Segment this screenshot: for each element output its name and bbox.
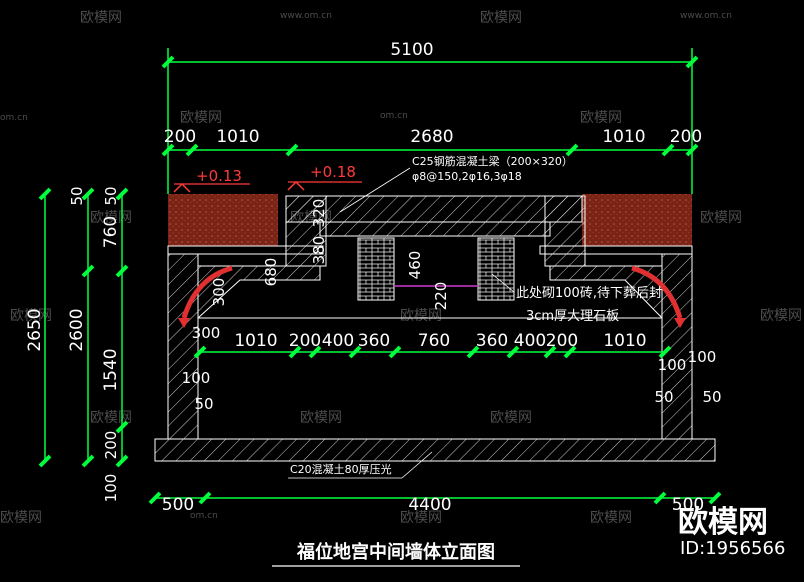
top-beam xyxy=(285,195,583,223)
watermark-text: 欧模网 xyxy=(760,308,802,324)
arrow-left-curve xyxy=(181,265,233,319)
soil-layer-left xyxy=(168,194,278,246)
outer-wall-left xyxy=(167,253,199,440)
watermark-url: om.cn xyxy=(190,511,218,521)
elevation-018: +0.18 xyxy=(310,163,356,181)
dim-inner-220: 220 xyxy=(432,282,450,311)
dim-bottom-width: 4400 xyxy=(408,495,451,515)
dim-inner-50-right: 50 xyxy=(654,388,673,406)
note-marble: 3cm厚大理石板 xyxy=(526,309,619,324)
arrow-right-head xyxy=(674,318,686,328)
watermark-url: www.om.cn xyxy=(280,11,332,21)
dimension-ticks xyxy=(38,55,722,505)
drawing-title: 福位地宫中间墙体立面图 xyxy=(296,541,495,563)
dim-overall-width: 5100 xyxy=(390,40,433,60)
watermark-text: 欧模网 xyxy=(490,410,532,426)
beam-lower xyxy=(319,221,551,237)
dim-left-760: 760 xyxy=(101,216,121,248)
dim-left-1540: 1540 xyxy=(101,348,121,391)
watermark-text: 欧模网 xyxy=(180,110,222,126)
dim-top-seg-4: 1010 xyxy=(602,127,645,147)
haunch-right xyxy=(549,265,663,320)
watermark-text: 欧模网 xyxy=(590,510,632,526)
brick-pier-right xyxy=(477,237,515,301)
watermark-text: 欧模网 xyxy=(10,308,52,324)
dim-top-seg-5: 200 xyxy=(670,127,702,147)
dim-left-total-inner: 2600 xyxy=(67,308,87,351)
dim-inner-300b: 300 xyxy=(192,324,221,342)
watermark-text: 欧模网 xyxy=(0,510,42,526)
dim-inner-460: 460 xyxy=(406,251,424,280)
dim-inner-380: 380 xyxy=(310,236,328,265)
arrow-right-curve xyxy=(631,265,683,319)
dim-top-seg-3: 2680 xyxy=(410,127,453,147)
watermark-url: om.cn xyxy=(380,111,408,121)
elevation-markers: +0.13 +0.18 xyxy=(173,163,362,193)
dim-mid-4: 360 xyxy=(358,331,390,351)
dim-mid-7: 400 xyxy=(514,331,546,351)
dim-mid-8: 200 xyxy=(546,331,578,351)
note-brick: 此处砌100砖,待下葬后封 xyxy=(516,286,662,301)
dim-top-seg-2: 1010 xyxy=(216,127,259,147)
dim-mid-6: 360 xyxy=(476,331,508,351)
dimension-lines xyxy=(44,48,715,499)
drawing-title-block: 福位地宫中间墙体立面图 xyxy=(272,541,520,567)
dim-inner-100-right: 100 xyxy=(658,356,687,374)
watermark-text: 欧模网 xyxy=(80,10,122,26)
watermark-url: www.om.cn xyxy=(680,11,732,21)
dim-top-seg-1: 200 xyxy=(164,127,196,147)
elevation-symbol-1 xyxy=(173,182,191,193)
ground-line-right xyxy=(539,245,693,255)
watermark-text: 欧模网 xyxy=(400,510,442,526)
dim-inner-300a: 300 xyxy=(210,278,228,307)
note-slab: C20混凝土80厚压光 xyxy=(290,462,392,476)
annotation-notes: C25钢筋混凝土梁（200×320） φ8@150,2φ16,3φ18 此处砌1… xyxy=(288,154,662,479)
note-rebar: φ8@150,2φ16,3φ18 xyxy=(412,170,522,183)
elevation-013: +0.13 xyxy=(196,167,242,185)
brick-pier-left xyxy=(357,237,395,301)
note-beam: C25钢筋混凝土梁（200×320） xyxy=(412,154,573,168)
dim-inner-50-right-outer: 50 xyxy=(702,388,721,406)
elevation-symbol-2 xyxy=(287,180,305,191)
watermark-text: 欧模网 xyxy=(700,210,742,226)
watermark-text: 欧模网 xyxy=(300,410,342,426)
dim-inner-50-left: 50 xyxy=(194,395,213,413)
dim-left-total-outer: 2650 xyxy=(25,308,45,351)
dim-inner-680: 680 xyxy=(262,258,280,287)
brand-id: ID:1956566 xyxy=(680,538,785,559)
brand-logo-text: 欧模网 xyxy=(678,505,768,540)
watermark-text: 欧模网 xyxy=(580,110,622,126)
dim-bottom-right: 500 xyxy=(672,495,704,515)
structure xyxy=(154,194,716,462)
dim-mid-5: 760 xyxy=(418,331,450,351)
haunch-left xyxy=(197,265,321,320)
dim-mid-3: 400 xyxy=(322,331,354,351)
right-block xyxy=(544,195,586,267)
dim-inner-100-left: 100 xyxy=(182,369,211,387)
dimension-labels: 5100 200 1010 2680 1010 200 4400 500 500… xyxy=(25,40,722,515)
watermark-text: 欧模网 xyxy=(400,308,442,324)
dim-mid-9: 1010 xyxy=(603,331,646,351)
dim-left-50a: 50 xyxy=(68,186,86,205)
outer-wall-right xyxy=(661,253,693,440)
watermark-text: 欧模网 xyxy=(480,10,522,26)
watermark-url: om.cn xyxy=(0,113,28,123)
floor-slab xyxy=(154,438,716,462)
dim-inner-320: 320 xyxy=(310,199,328,228)
arrow-left-head xyxy=(178,318,190,328)
dim-inner-100-right-outer: 100 xyxy=(688,348,717,366)
dim-left-200: 200 xyxy=(102,431,120,460)
dim-mid-2: 200 xyxy=(289,331,321,351)
dim-left-50b: 50 xyxy=(102,186,120,205)
soil-layer-right xyxy=(582,194,692,246)
dim-bottom-left: 500 xyxy=(162,495,194,515)
dim-mid-1: 1010 xyxy=(234,331,277,351)
left-block xyxy=(285,195,327,267)
brand-block: 欧模网 ID:1956566 xyxy=(678,505,785,559)
dim-left-100: 100 xyxy=(102,474,120,503)
